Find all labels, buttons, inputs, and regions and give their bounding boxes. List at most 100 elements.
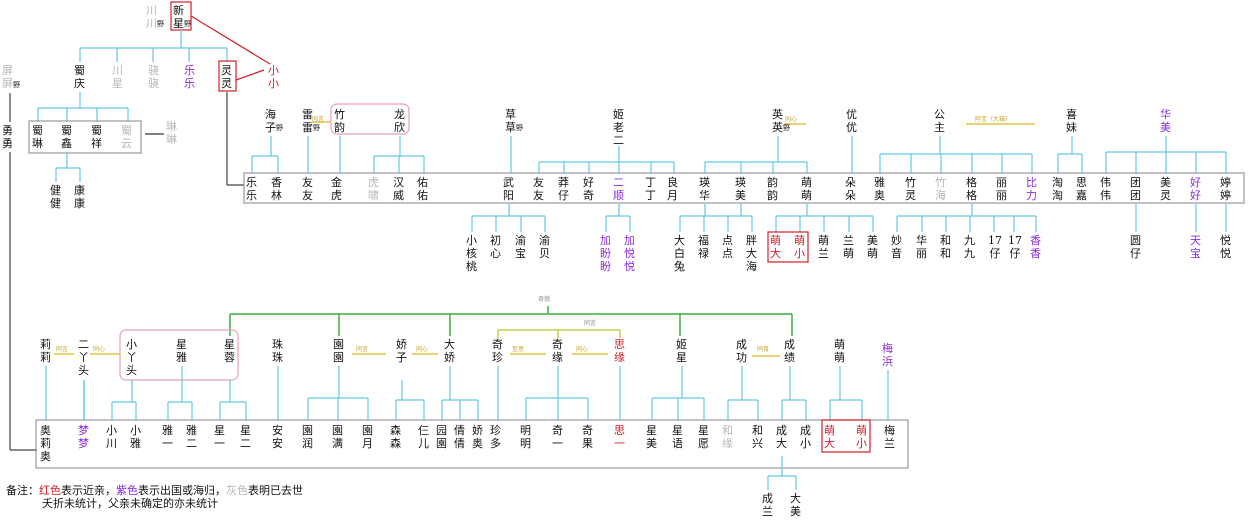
panda-name-meibang: 梅 浜 — [882, 342, 893, 368]
panda-name-taotao: 淘 淘 — [1052, 176, 1063, 202]
panda-name-chengda: 成 大 — [776, 424, 787, 450]
wild-suffix: 野 — [157, 20, 164, 28]
panda-name-mengxiao2: 萌 小 — [856, 424, 867, 450]
mate-tag: 至思 — [512, 346, 525, 353]
panda-name-xingyi: 星 一 — [214, 424, 225, 450]
panda-name-fulu: 福 禄 — [698, 234, 709, 260]
panda-name-weiwei: 伟 伟 — [1100, 176, 1111, 202]
group-box-shu — [28, 120, 142, 154]
panda-name-anan: 安 安 — [272, 424, 283, 450]
panda-name-leilei: 雷 雷 — [302, 108, 313, 134]
panda-name-yaao: 雅 奥 — [874, 176, 885, 202]
panda-name-chuanxing: 川 星 — [112, 64, 123, 90]
panda-name-yubei: 渝 贝 — [539, 234, 550, 260]
father-tag: 奇翁 — [538, 296, 551, 303]
mate-tag: 同心 — [785, 116, 798, 123]
panda-name-xinxing: 新 星 — [173, 4, 184, 30]
panda-name-jiaoao: 娇 奥 — [472, 424, 483, 450]
panda-name-bili: 比 力 — [1026, 176, 1037, 202]
legend-red-text: 表示近亲， — [61, 484, 116, 497]
panda-name-gege: 格 格 — [966, 176, 977, 202]
panda-name-xingmei: 星 美 — [646, 424, 657, 450]
panda-name-lingling: 灵 灵 — [221, 64, 232, 90]
panda-name-diandian: 点 点 — [722, 234, 733, 260]
panda-name-qiyi: 奇 一 — [552, 424, 563, 450]
panda-name-lanmeng: 兰 萌 — [843, 234, 854, 260]
panda-name-tianbao: 天 宝 — [1190, 234, 1201, 260]
panda-name-tuantuan: 团 团 — [1130, 176, 1141, 202]
panda-name-jiaozi: 娇 子 — [396, 338, 407, 364]
panda-name-heyuan: 和 缘 — [722, 424, 733, 450]
father-tag: 同言 — [584, 320, 597, 327]
panda-name-huali: 华 丽 — [916, 234, 927, 260]
panda-name-xingyuan: 星 愿 — [698, 424, 709, 450]
panda-name-yuanzai: 圆 仔 — [1130, 234, 1141, 260]
panda-name-chuan: 川 川 — [146, 4, 157, 30]
panda-name-xiangxiang: 香 香 — [1030, 234, 1041, 260]
panda-name-hanwei: 汉 威 — [393, 176, 404, 202]
panda-name-duoduo: 朵 朵 — [845, 176, 856, 202]
panda-name-xiaoxiao2: 骁 骁 — [148, 64, 159, 90]
legend-line-2: 夭折未统计，父亲未确定的亦未统计 — [42, 497, 218, 510]
panda-name-youyou: 优 优 — [846, 108, 857, 134]
legend-purple-text: 表示出国或海归， — [138, 484, 226, 497]
panda-name-huxiao: 虎 啸 — [368, 176, 379, 202]
panda-name-chenggong: 成 功 — [736, 338, 747, 364]
group-box-row4 — [35, 419, 909, 469]
panda-name-lili: 丽 丽 — [996, 176, 1007, 202]
panda-name-qizhen: 奇 珍 — [492, 338, 503, 364]
panda-name-haizi: 海 子 — [265, 108, 276, 134]
panda-name-yueyue: 悦 悦 — [1220, 234, 1231, 260]
panda-name-mengda: 萌 大 — [770, 234, 781, 260]
panda-name-pingping: 屏 屏 — [2, 64, 13, 90]
panda-name-xinger: 星 二 — [240, 424, 251, 450]
panda-name-zhuzhu: 珠 珠 — [272, 338, 283, 364]
panda-name-xingyu: 星 语 — [672, 424, 683, 450]
mate-tag: 同心 — [576, 346, 589, 353]
mate-tag: 同育 — [757, 346, 770, 353]
panda-name-xiaoxiao: 小 小 — [268, 64, 279, 90]
panda-name-xiaohetao: 小 核 桃 — [466, 234, 477, 273]
panda-name-guoguo: 園 園 — [333, 338, 344, 364]
panda-name-ershun: 二 顺 — [613, 176, 624, 202]
panda-name-xingrong: 星 蓉 — [224, 338, 235, 364]
legend-gray-text: 表明已去世 — [248, 484, 303, 497]
panda-name-guoyue: 園 月 — [362, 424, 373, 450]
panda-name-chengji: 成 绩 — [784, 338, 795, 364]
panda-name-youyou2: 友 友 — [302, 176, 313, 202]
panda-name-shiqizai: 17 仔 — [988, 234, 1002, 260]
wild-suffix: 野 — [184, 20, 191, 28]
panda-name-qiguo: 奇 果 — [582, 424, 593, 450]
panda-name-xianglin: 香 林 — [271, 176, 282, 202]
panda-name-wuyang: 武 阳 — [503, 176, 514, 202]
panda-name-guorun: 園 润 — [302, 424, 313, 450]
panda-name-meiling: 美 灵 — [1160, 176, 1171, 202]
panda-name-jiujiu: 九 九 — [964, 234, 975, 260]
panda-name-jianjian: 健 健 — [50, 184, 61, 210]
panda-name-xiaoya: 小 雅 — [130, 424, 141, 450]
panda-name-xiaochuan: 小 川 — [106, 424, 117, 450]
legend-prefix: 备注： — [6, 484, 39, 497]
wild-suffix: 野 — [13, 81, 20, 89]
panda-name-manzai: 莽 仔 — [558, 176, 569, 202]
panda-name-huamei: 华 美 — [1160, 108, 1171, 134]
panda-name-jiapanpan: 加 盼 盼 — [600, 234, 611, 273]
panda-name-eryatou: 二 丫 头 — [78, 338, 89, 377]
panda-name-chengxiao: 成 小 — [800, 424, 811, 450]
panda-name-damei: 大 美 — [790, 492, 801, 518]
panda-name-jinhu: 金 虎 — [331, 176, 342, 202]
panda-name-dingding: 丁 丁 — [645, 176, 656, 202]
kin-line — [235, 69, 265, 81]
panda-name-menglan: 萌 兰 — [818, 234, 829, 260]
panda-name-yingmei: 瑛 美 — [735, 176, 746, 202]
highlight-box-meng — [767, 231, 809, 263]
panda-name-zhenduo: 珍 多 — [490, 424, 501, 450]
panda-name-mengmeng2: 萌 萌 — [834, 338, 845, 364]
pair-box-xiaoyatou — [119, 329, 239, 381]
legend-red-word: 红色 — [39, 484, 61, 497]
panda-name-mengmeng: 萌 萌 — [801, 176, 812, 202]
panda-name-pangdahai: 胖 大 海 — [746, 234, 757, 273]
wild-suffix: 野 — [313, 124, 320, 132]
panda-name-guoman: 園 满 — [332, 424, 343, 450]
wild-suffix: 野 — [516, 124, 523, 132]
